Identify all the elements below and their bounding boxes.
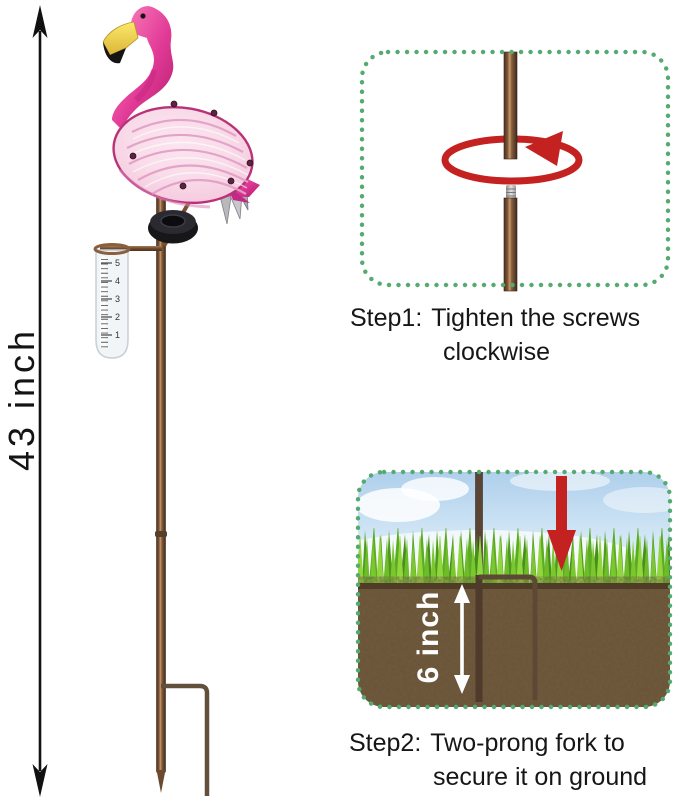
depth-arrow bbox=[454, 584, 470, 694]
upper-rod bbox=[503, 51, 518, 160]
step1-prefix: Step1: bbox=[350, 304, 423, 332]
fork-prong-in-soil bbox=[479, 574, 538, 700]
arrow-down-icon bbox=[32, 764, 48, 797]
stake-pole-tip bbox=[156, 770, 166, 793]
step2-line1: Step2: Two-prong fork to bbox=[349, 726, 647, 760]
solar-light bbox=[148, 210, 198, 244]
step1-caption: Step1: Tighten the screws clockwise bbox=[350, 301, 640, 369]
flamingo-eye bbox=[140, 13, 146, 19]
step2-caption: Step2: Two-prong fork to secure it on gro… bbox=[349, 726, 647, 794]
gauge-number: 5 bbox=[115, 258, 120, 268]
flamingo-beak-tip bbox=[103, 42, 126, 64]
gauge-number: 4 bbox=[115, 276, 120, 286]
gauge-ring bbox=[93, 243, 131, 255]
gauge-bracket-arm bbox=[100, 246, 162, 251]
gauge-major-ticks bbox=[101, 262, 112, 336]
rain-gauge: 5 4 3 2 1 bbox=[93, 243, 162, 359]
flamingo-beak bbox=[102, 21, 139, 56]
height-arrow bbox=[32, 5, 48, 797]
soil bbox=[358, 583, 670, 707]
depth-label: 6 inch bbox=[412, 591, 445, 684]
feather-highlights bbox=[127, 126, 249, 189]
body-bottom-shade bbox=[118, 169, 211, 209]
step1-line2: clockwise bbox=[443, 338, 550, 366]
neck-shading bbox=[133, 69, 157, 103]
rotation-arrow-icon bbox=[525, 131, 563, 166]
lower-rod bbox=[503, 185, 518, 292]
pole-joint bbox=[155, 531, 167, 537]
insert-arrow-icon bbox=[547, 476, 576, 571]
step2-line2: secure it on ground bbox=[433, 763, 648, 791]
grass-front bbox=[358, 536, 670, 588]
flamingo-neck-head bbox=[112, 6, 174, 130]
step2-photo: 6 inch bbox=[358, 472, 670, 707]
gauge-scale-numbers: 5 4 3 2 1 bbox=[115, 258, 120, 340]
step2-instruction: Two-prong fork to bbox=[430, 729, 625, 757]
feather-lines bbox=[126, 118, 249, 195]
step1-dotted-border bbox=[359, 49, 671, 288]
gauge-number: 1 bbox=[115, 330, 120, 340]
gauge-number: 3 bbox=[115, 294, 120, 304]
pole-below-ground bbox=[475, 575, 483, 702]
ground-fork-prong bbox=[161, 683, 210, 796]
step2-panel: 6 inch bbox=[355, 469, 673, 710]
step1-instruction: Tighten the screws bbox=[431, 304, 641, 332]
gauge-tube-highlight bbox=[100, 256, 106, 348]
step1-line1: Step1: Tighten the screws bbox=[350, 301, 640, 335]
height-label: 43 inch bbox=[1, 326, 42, 472]
step1-panel-bg bbox=[362, 52, 668, 285]
gauge-number: 2 bbox=[115, 312, 120, 322]
body-jewels bbox=[129, 100, 254, 190]
flamingo-body bbox=[112, 100, 254, 209]
flamingo-stake-illustration: 5 4 3 2 1 bbox=[93, 6, 260, 796]
step2-prefix: Step2: bbox=[349, 729, 422, 757]
step2-dotted-border bbox=[355, 469, 673, 710]
arrow-up-icon bbox=[32, 5, 48, 38]
step1-panel bbox=[359, 49, 671, 292]
